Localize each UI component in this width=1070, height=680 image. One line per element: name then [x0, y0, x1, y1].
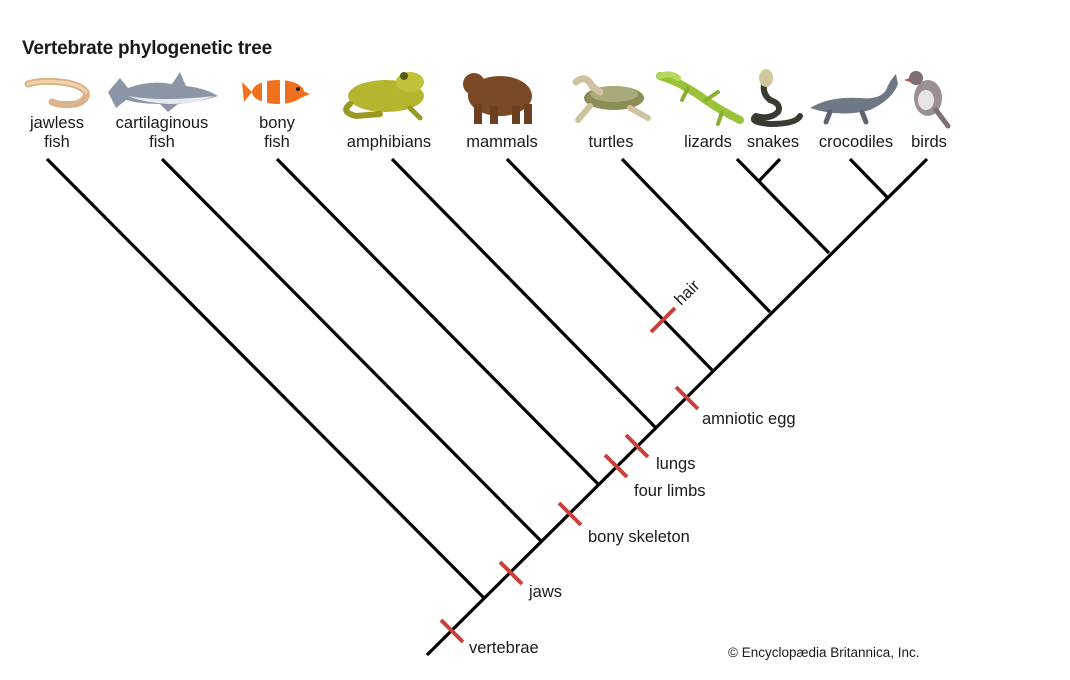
bird-icon [904, 71, 951, 129]
branch-amphibians [390, 157, 657, 429]
taxon-label-amphibians: amphibians [346, 133, 432, 151]
taxon-line1: jawless [29, 114, 85, 132]
lamprey-icon [24, 77, 90, 109]
trait-label-vertebrae: vertebrae [469, 639, 539, 657]
main-trunk [425, 157, 929, 657]
branch-lizards [735, 157, 831, 255]
marker-vertebrae [439, 618, 465, 644]
trait-markers [439, 306, 700, 644]
branch-snakes [757, 157, 782, 183]
marker-hair [649, 306, 677, 334]
branch-turtles [620, 157, 772, 314]
taxon-label-jawless-fish: jawless fish [0, 114, 122, 152]
diagram-title: Vertebrate phylogenetic tree [22, 38, 272, 59]
branch-mammals [505, 157, 714, 372]
taxon-line2: fish [149, 133, 175, 151]
branch-bony-fish [275, 157, 600, 486]
taxon-label-lizards: lizards [684, 133, 732, 151]
frog-icon [343, 72, 424, 121]
snake-icon [750, 69, 803, 128]
crocodile-icon [810, 74, 898, 125]
taxon-line1: bony [259, 114, 295, 132]
taxon-label-cartilaginous-fish: cartilaginous fish [97, 114, 227, 152]
marker-bony-skeleton [557, 501, 583, 527]
taxon-label-birds: birds [911, 133, 947, 151]
marker-lungs [624, 433, 650, 459]
trait-label-hair: hair [671, 276, 704, 309]
taxon-label-bony-fish: bony fish [212, 114, 342, 152]
marker-jaws [498, 560, 524, 586]
taxon-label-mammals: mammals [466, 133, 538, 151]
trait-label-four-limbs: four limbs [634, 482, 706, 500]
marker-amniotic-egg [674, 385, 700, 411]
lizard-icon [656, 71, 744, 126]
taxon-label-snakes: snakes [746, 133, 800, 151]
taxon-label-crocodiles: crocodiles [818, 133, 894, 151]
tree-branches [45, 157, 929, 657]
branch-jawless-fish [45, 157, 486, 600]
turtle-icon [572, 75, 651, 123]
clownfish-icon [242, 80, 310, 104]
trait-label-bony-skeleton: bony skeleton [588, 528, 690, 546]
taxon-line2: fish [264, 133, 290, 151]
shark-icon [108, 72, 218, 112]
taxon-line1: cartilaginous [115, 114, 209, 132]
trait-label-jaws: jaws [528, 583, 562, 601]
bear-icon [463, 73, 532, 124]
copyright-credit: © Encyclopædia Britannica, Inc. [728, 645, 920, 660]
marker-four-limbs [603, 453, 629, 479]
branch-crocodiles [848, 157, 889, 199]
trait-label-lungs: lungs [656, 455, 695, 473]
taxon-line2: fish [44, 133, 70, 151]
taxon-label-turtles: turtles [588, 133, 634, 151]
trait-label-amniotic-egg: amniotic egg [702, 410, 796, 428]
branch-cartilaginous-fish [160, 157, 543, 543]
